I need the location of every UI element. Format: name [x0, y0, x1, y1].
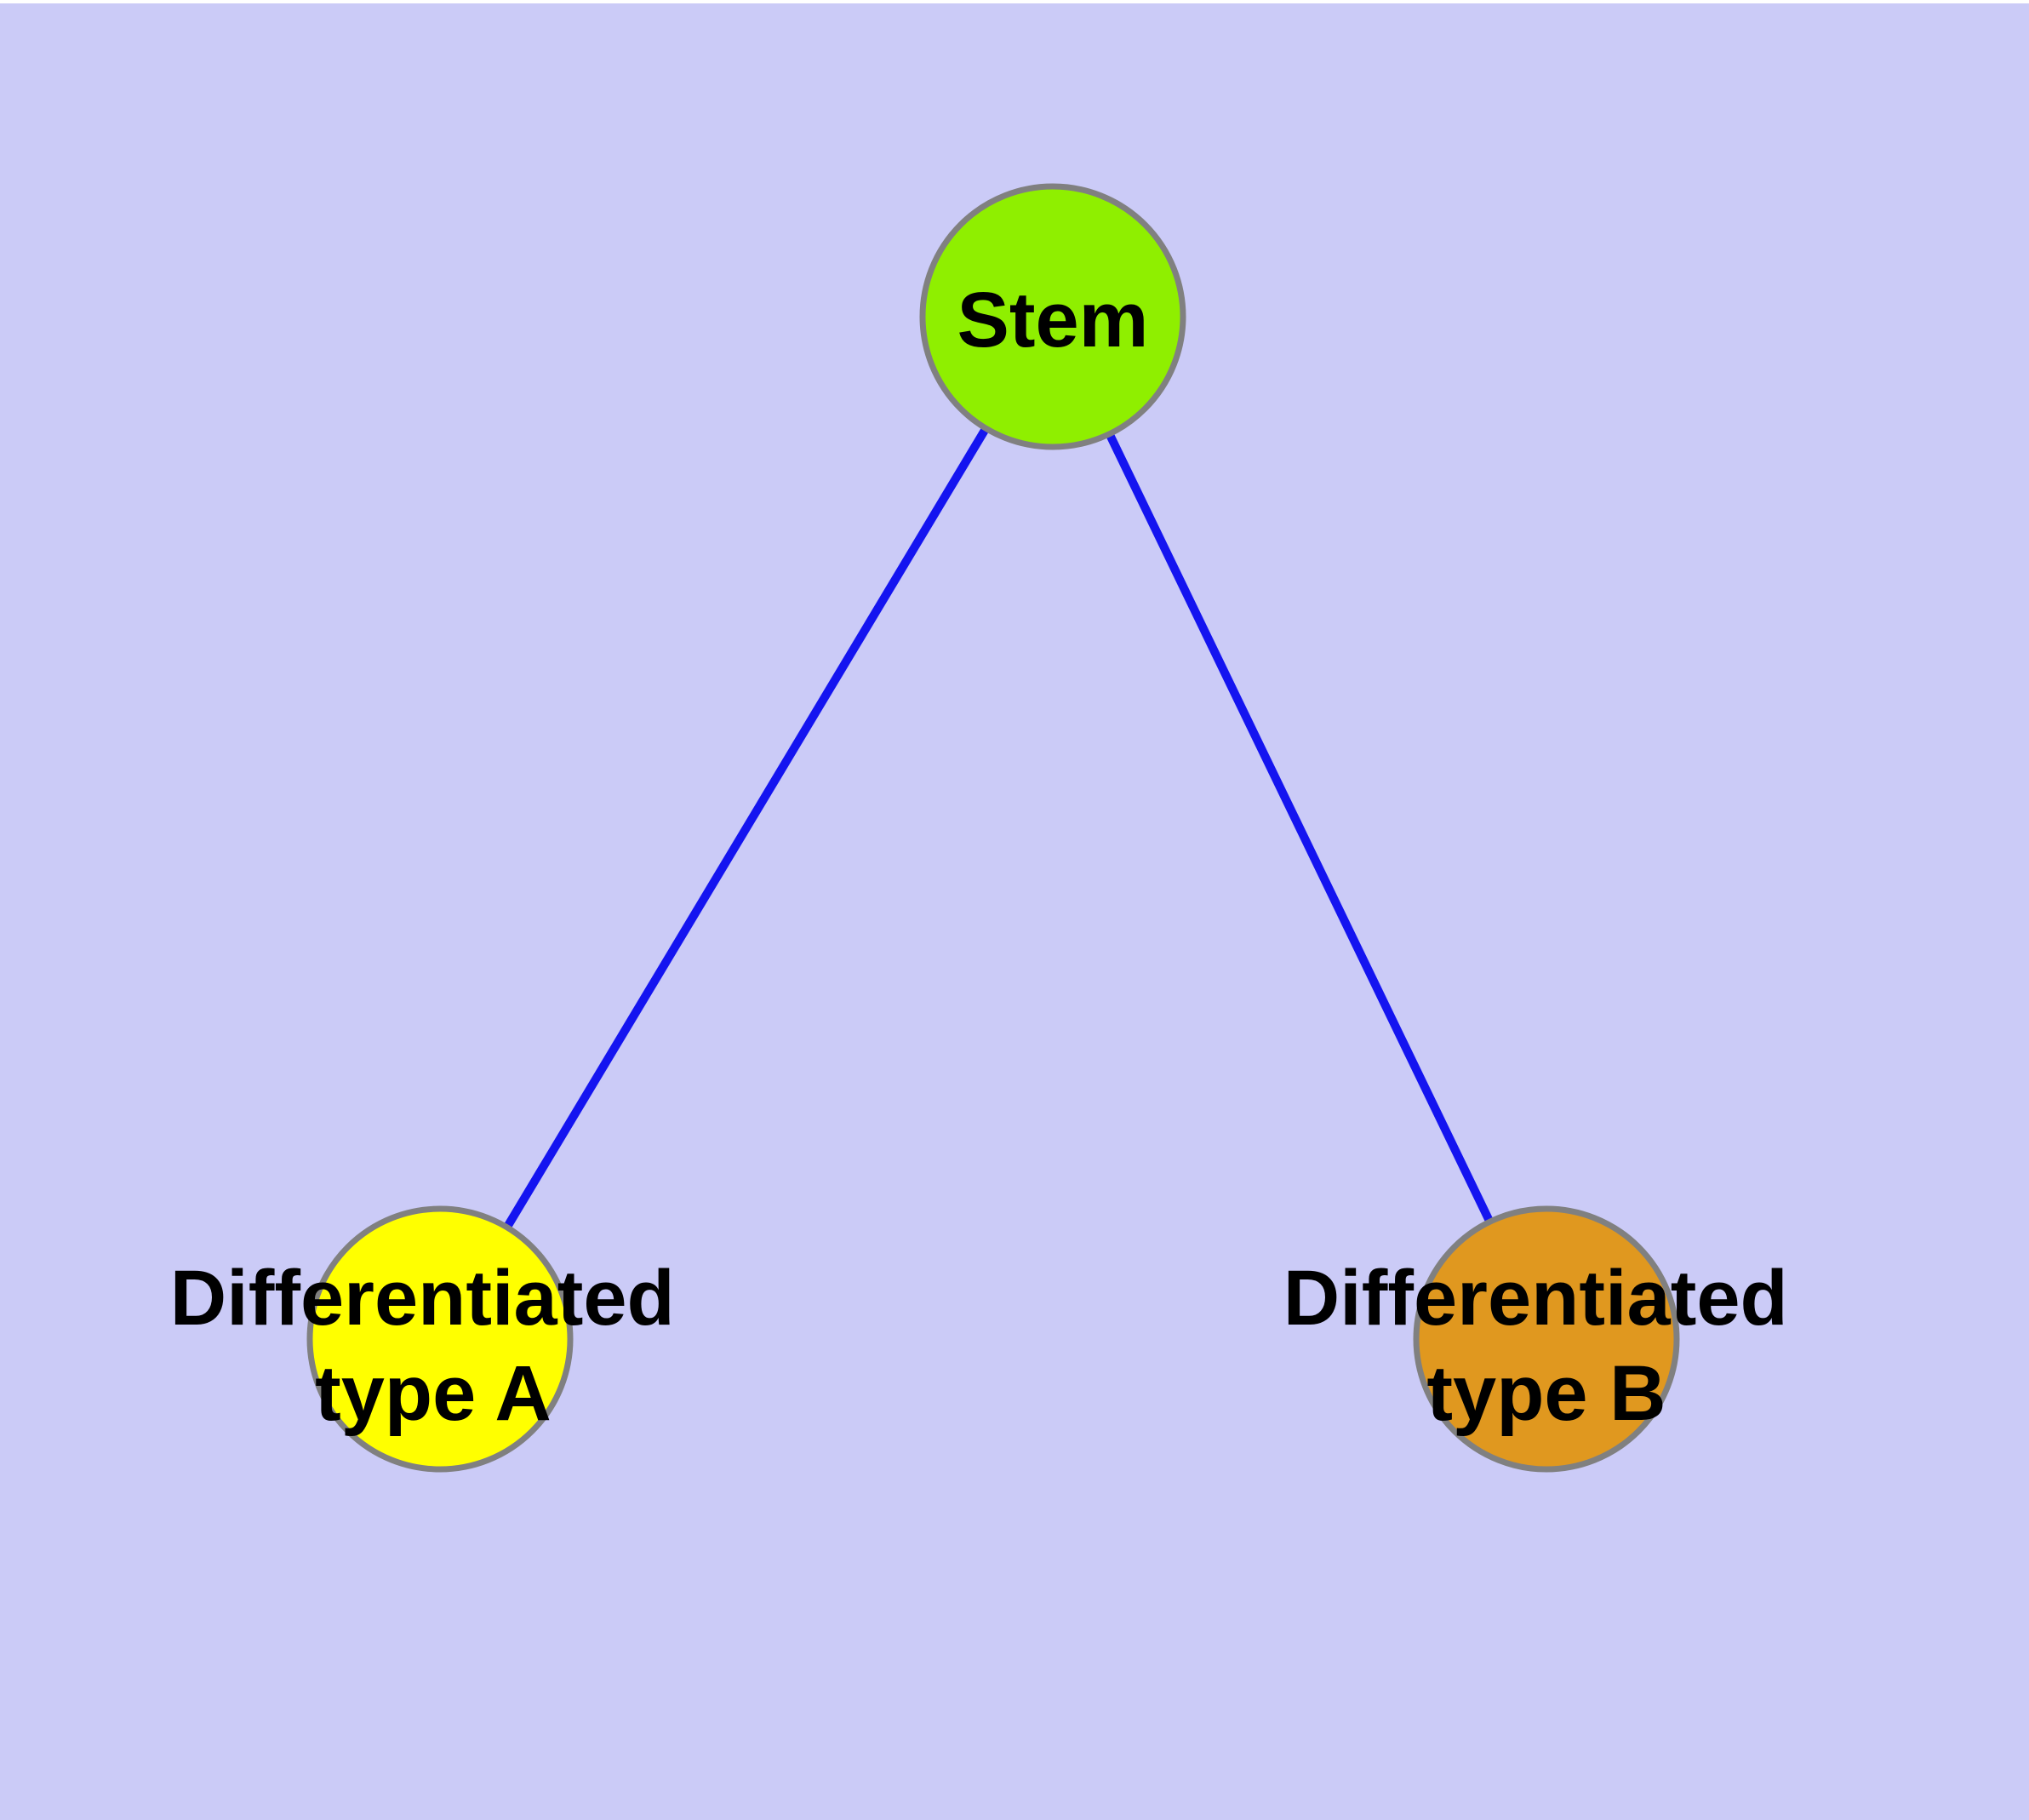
- type-a-node-label: Differentiated type A: [170, 1255, 697, 1437]
- type-a-node-label-line2: type A: [315, 1350, 552, 1437]
- type-a-node-label-line1: Differentiated: [170, 1255, 675, 1342]
- type-b-node-label: Differentiated type B: [1283, 1255, 1810, 1437]
- stem-node-label: Stem: [957, 277, 1149, 363]
- type-b-node: [1413, 1205, 1680, 1473]
- stem-node: [919, 183, 1186, 450]
- type-b-node-label-line2: type B: [1426, 1350, 1666, 1437]
- edge-stem-to-type-b: [1049, 314, 1551, 1342]
- type-b-node-label-line1: Differentiated: [1283, 1255, 1788, 1342]
- type-a-node: [306, 1205, 574, 1473]
- edge-stem-to-type-a: [436, 314, 1057, 1342]
